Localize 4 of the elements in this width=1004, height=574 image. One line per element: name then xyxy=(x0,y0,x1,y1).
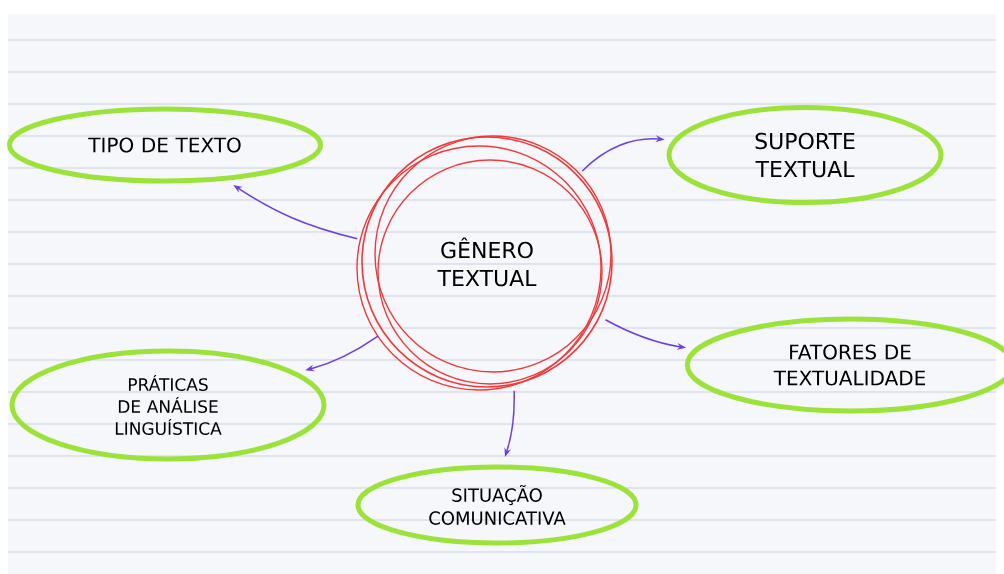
ellipse-node: SUPORTE TEXTUAL xyxy=(666,105,944,205)
ellipse-node: PRÁTICAS DE ANÁLISE LINGUÍSTICA xyxy=(9,348,327,462)
ellipse-node: SITUAÇÃO COMUNICATIVA xyxy=(355,464,639,546)
ellipse-node: TIPO DE TEXTO xyxy=(6,106,324,184)
